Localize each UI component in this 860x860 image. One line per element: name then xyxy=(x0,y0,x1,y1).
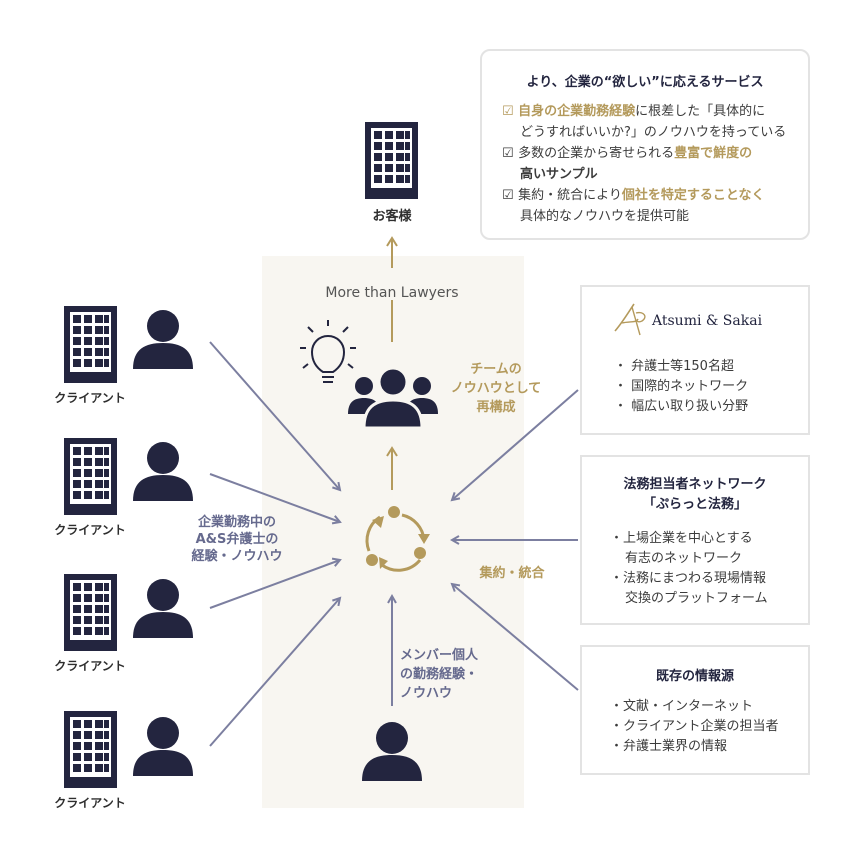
existing-info-box: 既存の情報源 ・文献・インターネット ・クライアント企業の担当者 ・弁護士業界の… xyxy=(580,645,810,775)
list-item: ・上場企業を中心とする xyxy=(610,531,753,546)
client-label: クライアント xyxy=(54,659,126,673)
list-item: ・クライアント企業の担当者 xyxy=(610,719,779,734)
client-label: クライアント xyxy=(54,523,126,537)
client-building-icon xyxy=(64,711,117,788)
check-icon: ☑ xyxy=(502,188,514,203)
list-item: ・ 幅広い取り扱い分野 xyxy=(614,399,749,414)
customer-building-icon xyxy=(365,122,418,199)
network-box-title: 法務担当者ネットワーク xyxy=(623,477,767,492)
list-item: ・弁護士業界の情報 xyxy=(610,739,728,754)
service-item-3-line2: 具体的なノウハウを提供可能 xyxy=(520,209,690,224)
legal-network-box: 法務担当者ネットワーク 「ぷらっと法務」 ・上場企業を中心とする 有志のネットワ… xyxy=(580,455,810,625)
member-label-line: の勤務経験・ xyxy=(400,667,479,682)
team-label-line: チームの xyxy=(470,362,522,377)
more-than-lawyers-label: More than Lawyers xyxy=(325,285,459,301)
list-item: ・ 弁護士等150名超 xyxy=(614,359,734,374)
list-item: ・法務にまつわる現場情報 xyxy=(610,571,767,586)
client-building-icon xyxy=(64,574,117,651)
network-list: ・上場企業を中心とする 有志のネットワーク ・法務にまつわる現場情報 交換のプラ… xyxy=(610,529,768,609)
customer-label: お客様 xyxy=(372,209,412,224)
list-item-cont: 有志のネットワーク xyxy=(625,551,743,566)
service-list: ☑ 自身の企業勤務経験に根差した「具体的に どうすればいいか?」のノウハウを持っ… xyxy=(502,101,786,227)
client-building-icon xyxy=(64,306,117,383)
client-label: クライアント xyxy=(54,796,126,810)
as-logo-text: Atsumi & Sakai xyxy=(652,313,763,329)
member-label-line: ノウハウ xyxy=(400,686,453,701)
service-item-1-highlight: 自身の企業勤務経験 xyxy=(518,104,636,119)
existing-list: ・文献・インターネット ・クライアント企業の担当者 ・弁護士業界の情報 xyxy=(610,697,779,757)
service-item-2-highlight: 豊富で鮮度の xyxy=(674,146,753,161)
client-building-icon xyxy=(64,438,117,515)
team-knowhow-label: チームの ノウハウとして 再構成 xyxy=(440,360,552,417)
service-item-2-line2: 高いサンプル xyxy=(520,167,598,182)
team-label-line: ノウハウとして xyxy=(450,381,542,396)
service-item-2: ☑ 多数の企業から寄せられる豊富で鮮度の xyxy=(502,143,786,164)
service-item-1-line2: どうすればいいか?」のノウハウを持っている xyxy=(520,125,787,140)
member-label-line: メンバー個人 xyxy=(400,648,479,663)
check-icon: ☑ xyxy=(502,146,514,161)
service-box: より、企業の“欲しい”に応えるサービス ☑ 自身の企業勤務経験に根差した「具体的… xyxy=(480,49,810,240)
client-person-icon xyxy=(133,579,193,638)
service-box-title: より、企業の“欲しい”に応えるサービス xyxy=(526,75,764,90)
check-icon: ☑ xyxy=(502,104,514,119)
client-person-icon xyxy=(133,717,193,776)
lawyer-exp-line: 企業勤務中の xyxy=(197,515,276,530)
service-item-3-text: 集約・統合により xyxy=(518,188,622,203)
client-label: クライアント xyxy=(54,391,126,405)
network-box-subtitle: 「ぷらっと法務」 xyxy=(642,497,747,512)
service-item-3: ☑ 集約・統合により個社を特定することなく xyxy=(502,185,786,206)
list-item: ・文献・インターネット xyxy=(610,699,754,714)
service-item-1-text: に根差した「具体的に xyxy=(635,104,766,119)
service-item-2-text: 多数の企業から寄せられる xyxy=(518,146,675,161)
member-experience-label: メンバー個人 の勤務経験・ ノウハウ xyxy=(400,646,510,703)
existing-box-title: 既存の情報源 xyxy=(655,669,734,684)
list-item: ・ 国際的ネットワーク xyxy=(614,379,749,394)
service-item-1: ☑ 自身の企業勤務経験に根差した「具体的に xyxy=(502,101,786,122)
list-item-cont: 交換のプラットフォーム xyxy=(625,591,768,606)
atsumi-sakai-list: ・ 弁護士等150名超 ・ 国際的ネットワーク ・ 幅広い取り扱い分野 xyxy=(614,357,748,417)
atsumi-sakai-logo: Atsumi & Sakai xyxy=(612,301,782,336)
team-icon xyxy=(348,366,438,430)
service-item-3-highlight: 個社を特定することなく xyxy=(621,188,765,203)
member-person-icon xyxy=(362,722,422,781)
lawyer-exp-line: A&S弁護士の xyxy=(195,532,279,547)
lawyer-exp-line: 経験・ノウハウ xyxy=(191,549,283,564)
integrate-label: 集約・統合 xyxy=(479,566,545,581)
as-logo-icon xyxy=(614,303,646,336)
lawyer-experience-label: 企業勤務中の A&S弁護士の 経験・ノウハウ xyxy=(182,514,292,565)
lightbulb-icon xyxy=(300,320,356,383)
client-person-icon xyxy=(133,310,193,369)
client-person-icon xyxy=(133,442,193,501)
team-label-line: 再構成 xyxy=(476,400,516,415)
atsumi-sakai-box: Atsumi & Sakai ・ 弁護士等150名超 ・ 国際的ネットワーク ・… xyxy=(580,285,810,435)
